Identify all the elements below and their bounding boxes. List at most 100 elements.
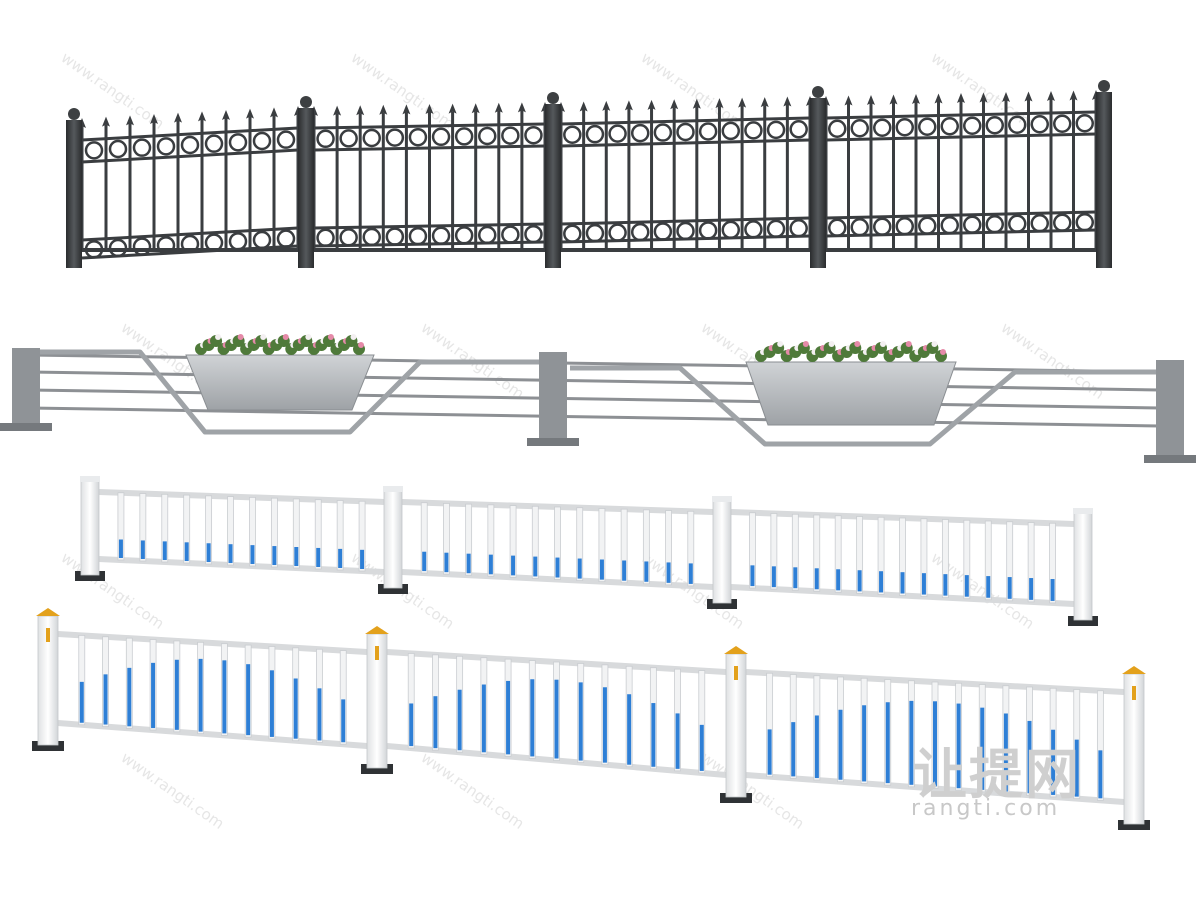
iron-ring: [766, 219, 786, 239]
iron-ring: [524, 125, 543, 145]
railing-blue-stripe: [206, 543, 211, 562]
railing-blue-stripe: [980, 707, 985, 790]
iron-ring: [84, 141, 104, 160]
railing-blue-stripe: [530, 679, 535, 757]
iron-ring: [828, 218, 847, 237]
iron-ring: [985, 116, 1004, 135]
iron-ring: [431, 226, 451, 246]
railing-blue-stripe: [1074, 739, 1079, 797]
iron-post-finial: [300, 96, 312, 108]
iron-ring: [339, 228, 358, 247]
iron-ring: [276, 229, 296, 248]
planter-flower: [358, 342, 364, 348]
railing-blue-stripe: [956, 703, 961, 789]
iron-ring: [1008, 115, 1027, 134]
iron-ring: [940, 117, 959, 136]
railing-blue-stripe: [1051, 729, 1056, 795]
planter-flower: [350, 334, 357, 340]
iron-post: [298, 108, 314, 268]
iron-ring: [940, 216, 959, 235]
iron-spear-tip: [957, 93, 965, 103]
railing-baluster: [420, 502, 428, 574]
railing-blue-stripe: [511, 555, 516, 576]
iron-ring: [204, 233, 224, 252]
planter-flower: [828, 341, 835, 347]
iron-ring: [316, 129, 335, 149]
iron-spear-tip: [760, 97, 769, 108]
railing-blue-stripe: [506, 680, 511, 755]
planter-flower: [327, 334, 334, 340]
railing-blue-stripe: [140, 540, 145, 559]
white-blue-road-railing-small: [75, 476, 1098, 626]
railing-blue-stripe: [862, 705, 867, 782]
railing-baluster: [1049, 522, 1056, 604]
iron-ring: [385, 227, 405, 246]
iron-post: [810, 98, 826, 268]
railing-baluster: [687, 510, 695, 587]
iron-ring: [676, 221, 695, 241]
iron-post-finial: [812, 86, 824, 98]
iron-spear-tip: [783, 96, 792, 107]
iron-ring: [789, 120, 808, 139]
watermark-tile: www.rangti.com: [118, 749, 228, 833]
iron-ring: [873, 217, 892, 236]
iron-ring: [676, 122, 695, 142]
iron-post-finial: [68, 108, 80, 120]
railing-post-base: [720, 793, 752, 803]
iron-ring: [721, 220, 741, 240]
railing-blue-stripe: [360, 549, 365, 569]
iron-ring: [721, 121, 741, 141]
railing-blue-stripe: [651, 703, 656, 767]
railing-baluster: [941, 519, 949, 599]
railing-blue-stripe: [767, 729, 772, 775]
iron-ring: [132, 237, 152, 256]
railing-blue-stripe: [1007, 577, 1012, 599]
iron-spear-tip: [715, 98, 724, 109]
iron-rail: [81, 226, 299, 242]
iron-spear-tip: [246, 108, 254, 119]
iron-ring: [653, 123, 673, 142]
iron-spear-tip: [692, 98, 701, 109]
iron-spear-tip: [624, 100, 633, 111]
railing-blue-stripe: [578, 682, 583, 761]
railing-blue-stripe: [481, 684, 486, 753]
iron-spear-tip: [867, 95, 875, 105]
iron-ring: [895, 217, 914, 236]
railing-blue-stripe: [316, 547, 321, 567]
railing-baluster: [698, 670, 706, 774]
railing-post-cap: [365, 626, 389, 634]
watermark-tile: www.rangti.com: [418, 749, 528, 833]
iron-spear-tip: [738, 97, 747, 108]
iron-spear-tip: [402, 104, 411, 115]
railing-baluster: [856, 516, 864, 594]
railing-baluster: [78, 634, 86, 726]
iron-post: [545, 104, 561, 268]
railing-blue-stripe: [162, 541, 167, 560]
railing-blue-stripe: [433, 696, 438, 749]
iron-ring: [156, 137, 176, 156]
railing-blue-stripe: [900, 572, 905, 594]
railing-blue-stripe: [644, 561, 649, 582]
iron-spear-tip: [602, 100, 611, 111]
railing-post-cap: [712, 496, 732, 502]
planter-flower: [777, 341, 784, 347]
iron-ring: [108, 238, 128, 258]
iron-spear-tip: [198, 111, 206, 122]
railing-blue-stripe: [599, 559, 604, 580]
railing-baluster: [292, 498, 300, 569]
iron-spear-tip: [222, 110, 230, 120]
railing-blue-stripe: [269, 670, 274, 737]
railing-blue-stripe: [1027, 720, 1032, 794]
railing-post: [1073, 511, 1093, 621]
railing-blue-stripe: [921, 573, 926, 595]
planter-flower: [931, 341, 938, 347]
iron-ring: [828, 119, 847, 138]
iron-ring: [501, 126, 520, 145]
planter-box: [745, 361, 957, 426]
railing-blue-stripe: [577, 558, 582, 579]
iron-spear-tip: [517, 102, 526, 113]
watermark-tile: www.rangti.com: [348, 49, 458, 133]
railing-post: [712, 499, 732, 604]
steel-tube-rail: [29, 406, 1161, 428]
